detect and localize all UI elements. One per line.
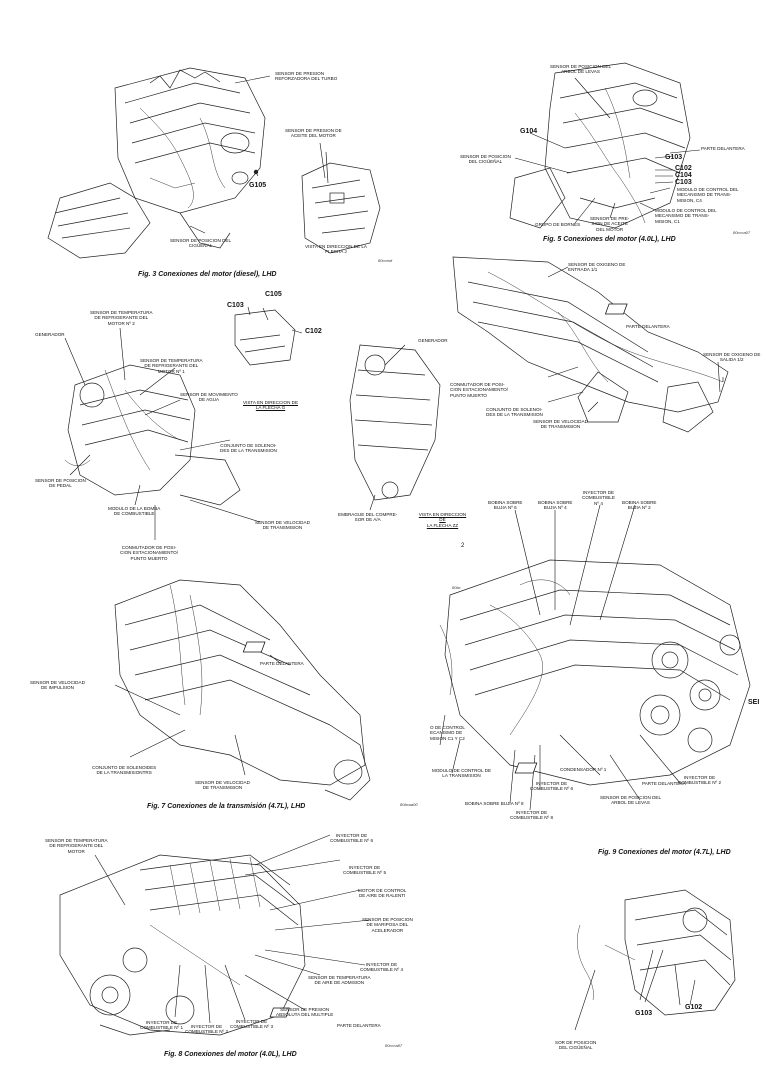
fig8-inj1-label: INYECTOR DE COMBUSTIBLE Nº 1 xyxy=(140,1020,184,1031)
fig8-inj6-label: INYECTOR DE COMBUSTIBLE Nº 6 xyxy=(330,833,374,844)
fig3-g105-label: G105 xyxy=(249,182,267,189)
fig5-g104-label: G104 xyxy=(520,128,538,135)
fig-o2-front-label: PARTE DELANTERA xyxy=(626,324,670,329)
fig8-tps-label: SENSOR DE POSICION DE MARIPOSA DEL ACELE… xyxy=(362,917,413,933)
fig7-front-label: PARTE DELANTERA xyxy=(260,661,304,666)
fig-mid-generator2-label: GENERADOR xyxy=(418,338,448,343)
fig7-transmission-drawing xyxy=(114,579,371,801)
fig-mid-fuel-pump-label: MODULO DE LA BOMBA DE COMBUSTIBLE xyxy=(108,506,161,517)
fig-ground-g103-label: G103 xyxy=(635,1010,653,1017)
fig3-boost-sensor-label: SENSOR DE PRESION REFORZADORA DEL TURBO xyxy=(275,71,338,82)
fig5-g103-label: G103 xyxy=(665,154,683,161)
fig5-c103-label: C103 xyxy=(675,179,692,186)
fig8-map-label: SENSOR DE PRESION ABSOLUTA DEL MULTIPLE xyxy=(276,1007,334,1018)
fig-mid-speed-label: SENSOR DE VELOCIDAD DE TRANSMISION xyxy=(255,520,310,531)
fig8-iat-label: SENSOR DE TEMPERATURA DE AIRE DE ADMISIO… xyxy=(308,975,371,986)
fig-o2-park-switch-label: CONMUTADOR DE POSI- CION ESTACIONAMIENTO… xyxy=(450,382,509,398)
fig7-solenoid-label: CONJUNTO DE SOLENOIDES DE LA TRANSMISION… xyxy=(92,765,157,776)
fig7-output-speed-label: SENSOR DE VELOCIDAD DE TRANSMISION xyxy=(195,780,250,791)
fig5-crank-sensor-label: SENSOR DE POSICION DEL CIGÜEÑAL xyxy=(460,154,511,165)
fig-o2-speed-label: SENSOR DE VELOCIDAD DE TRANSMISION xyxy=(533,419,588,430)
fig9-caption: Fig. 9 Conexiones del motor (4.7L), LHD xyxy=(598,849,731,856)
fig-o2-drawing xyxy=(452,256,729,433)
fig-mid-drawing xyxy=(64,306,441,540)
fig-o2-upstream-label: SENSOR DE OXIGENO DE ENTRADA 1/1 xyxy=(568,262,626,273)
fig-ground-panel: G102 G103 SOR DE POSICION DEL CIGÜEÑAL xyxy=(555,880,740,1080)
fig-mid-temp2-label: SENSOR DE TEMPERATURA DE REFRIGERANTE DE… xyxy=(90,310,153,326)
fig8-inj3-label: INYECTOR DE COMBUSTIBLE Nº 3 xyxy=(230,1019,274,1030)
fig-mid-panel: SENSOR DE TEMPERATURA DE REFRIGERANTE DE… xyxy=(30,290,470,565)
fig5-caption: Fig. 5 Conexiones del motor (4.0L), LHD xyxy=(543,236,676,243)
fig9-inj2-label: INYECTOR DE COMBUSTIBLE Nº 2 xyxy=(678,775,722,786)
fig5-code: 80ccca07 xyxy=(733,230,751,235)
fig-o2-solenoid-label: CONJUNTO DE SOLENOI- DES DE LA TRANSMISI… xyxy=(486,407,543,418)
fig3-engine-drawing xyxy=(47,67,381,259)
fig-o2-downstream-label: SENSOR DE OXIGENO DE SALIDA 1/2 xyxy=(703,352,761,363)
fig9-inj4-label: INYECTOR DE COMBUSTIBLE Nº 4 xyxy=(582,490,615,506)
fig9-code-top: 80bc xyxy=(452,585,461,590)
fig7-panel: PARTE DELANTERA SENSOR DE VELOCIDAD DE I… xyxy=(30,565,430,820)
fig5-c104-label: C104 xyxy=(675,172,692,179)
fig5-engine-drawing xyxy=(509,62,701,229)
fig-mid-view-g-label: VISTA EN DIRECCION DE LA FLECHA G xyxy=(243,400,299,411)
fig5-cam-sensor-label: SENSOR DE POSICION DEL ARBOL DE LEVAS xyxy=(550,64,612,75)
fig8-iac-label: MOTOR DE CONTROL DE AIRE DE RALENTI xyxy=(358,888,407,899)
fig-mid-park-switch-label: CONMUTADOR DE POSI- CION ESTACIONAMIENTO… xyxy=(120,545,179,561)
fig8-coolant-temp-label: SENSOR DE TEMPERATURA DE REFRIGERANTE DE… xyxy=(45,838,108,854)
fig-mid-view-zz-label: VISTA EN DIRECCION DE LA FLECHA ZZ xyxy=(418,512,467,528)
fig5-module-c1-label: MODULO DE CONTROL DEL MECANISMO DE TRANS… xyxy=(655,208,717,224)
fig5-front-label: PARTE DELANTERA xyxy=(701,146,745,151)
fig8-code: 80ccca87 xyxy=(385,1043,403,1048)
fig-mid-temp1-label: SENSOR DE TEMPERATURA DE REFRIGERANTE DE… xyxy=(140,358,203,374)
fig9-panel: 80bc BOBINA SOBRE BUJIA Nº 6 BOBINA SOBR… xyxy=(430,485,768,865)
fig7-caption: Fig. 7 Conexiones de la transmisión (4.7… xyxy=(147,803,306,810)
fig8-inj2-label: INYECTOR DE COMBUSTIBLE Nº 2 xyxy=(185,1024,229,1035)
fig9-engine-drawing xyxy=(439,504,751,811)
fig-mid-pedal-label: SENSOR DE POSICION DE PEDAL xyxy=(35,478,86,489)
fig5-module-c4-label: MODULO DE CONTROL DEL MECANISMO DE TRANS… xyxy=(677,187,739,203)
fig8-caption: Fig. 8 Conexiones del motor (4.0L), LHD xyxy=(164,1051,297,1058)
fig-mid-c103-label: C103 xyxy=(227,302,244,309)
fig9-tcm2-label: MODULO DE CONTROL DE LA TRANSMISION xyxy=(432,768,492,779)
fig3-crank-sensor-label: SENSOR DE POSICION DEL CIGÜEÑAL xyxy=(170,238,232,249)
fig8-panel: SENSOR DE TEMPERATURA DE REFRIGERANTE DE… xyxy=(40,825,440,1070)
fig9-inj8-label: INYECTOR DE COMBUSTIBLE Nº 8 xyxy=(510,810,554,821)
fig-ground-drawing xyxy=(574,889,736,1031)
fig3-code: 80cceaf xyxy=(378,258,393,263)
fig-o2-panel: SENSOR DE OXIGENO DE ENTRADA 1/1 PARTE D… xyxy=(448,252,763,437)
fig5-oil-pressure-label: SENSOR DE PRE- SION DE ACEITE DEL MOTOR xyxy=(590,216,630,232)
fig-mid-solenoid-label: CONJUNTO DE SOLENOI- DES DE LA TRANSMISI… xyxy=(220,443,277,454)
fig3-oil-pressure-label: SENSOR DE PRESION DE ACEITE DEL MOTOR xyxy=(285,128,342,139)
fig9-front-label: PARTE DELANTERA xyxy=(642,781,686,786)
fig9-side-label: SEI xyxy=(748,699,760,706)
fig-mid-clutch-label: EMBRAGUE DEL COMPRE- SOR DE A/A xyxy=(338,512,398,523)
fig9-coil4-label: BOBINA SOBRE BUJIA Nº 4 xyxy=(538,500,573,511)
fig-ground-crank-label: SOR DE POSICION DEL CIGÜEÑAL xyxy=(555,1040,597,1051)
fig9-coil8-label: BOBINA SOBRE BUJIA Nº 8 xyxy=(465,801,524,806)
fig-ground-g102-label: G102 xyxy=(685,1004,703,1011)
fig9-cam-label: SENSOR DE POSICION DEL ARBOL DE LEVAS xyxy=(600,795,662,806)
fig3-panel: SENSOR DE PRESION REFORZADORA DEL TURBO … xyxy=(30,48,405,288)
fig-mid-water-sensor-label: SENSOR DE MOVIMIENTO DE AGUA xyxy=(180,392,238,403)
fig8-inj4-label: INYECTOR DE COMBUSTIBLE Nº 4 xyxy=(360,962,404,973)
fig5-c102-label: C102 xyxy=(675,165,692,172)
fig3-caption: Fig. 3 Conexiones del motor (diesel), LH… xyxy=(138,271,277,278)
fig8-engine-drawing xyxy=(59,834,371,1036)
fig5-panel: SENSOR DE POSICION DEL ARBOL DE LEVAS G1… xyxy=(455,58,760,253)
fig8-inj5-label: INYECTOR DE COMBUSTIBLE Nº 5 xyxy=(343,865,387,876)
fig-mid-c105-label: C105 xyxy=(265,291,282,298)
fig7-input-speed-label: SENSOR DE VELOCIDAD DE IMPULSION xyxy=(30,680,85,691)
fig8-front-label: PARTE DELANTERA xyxy=(337,1023,381,1028)
fig9-inj6-label: INYECTOR DE COMBUSTIBLE Nº 6 xyxy=(530,781,574,792)
fig9-condenser-label: CONDENSADOR Nº 1 xyxy=(560,767,607,772)
fig3-view-label: VISTA EN DIRECCION DE LA FLECHA J xyxy=(305,244,367,255)
fig5-terminal-group-label: GRUPO DE BORNES xyxy=(535,222,581,227)
fig-mid-c102-label: C102 xyxy=(305,328,322,335)
fig7-code: 80bcaa00 xyxy=(400,802,418,807)
fig9-coil2-label: BOBINA SOBRE BUJIA Nº 2 xyxy=(622,500,657,511)
fig-mid-generator-label: GENERADOR xyxy=(35,332,65,337)
page-number: 2 xyxy=(461,543,465,549)
fig9-coil6-label: BOBINA SOBRE BUJIA Nº 6 xyxy=(488,500,523,511)
fig9-tcm-label: O DE CONTROL ECANISMO DE MISION C1 Y C2 xyxy=(430,725,465,741)
